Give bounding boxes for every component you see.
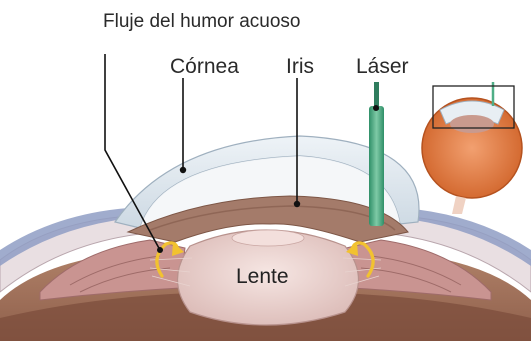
cornea-leader-dot [180,167,186,173]
laser-beam [369,106,384,226]
cornea-label: Córnea [170,56,239,77]
lens-label: Lente [236,266,289,287]
iris-label: Iris [286,56,314,77]
eye-cross-section-icon [422,82,522,214]
aqueous-flow-leader-dot [157,247,163,253]
aqueous-flow-label: Fluje del humor acuoso [103,12,301,31]
iris-leader-dot [294,201,300,207]
laser-label: Láser [356,56,409,77]
laser-leader-dot [373,105,379,111]
lens-nucleus [232,230,304,246]
